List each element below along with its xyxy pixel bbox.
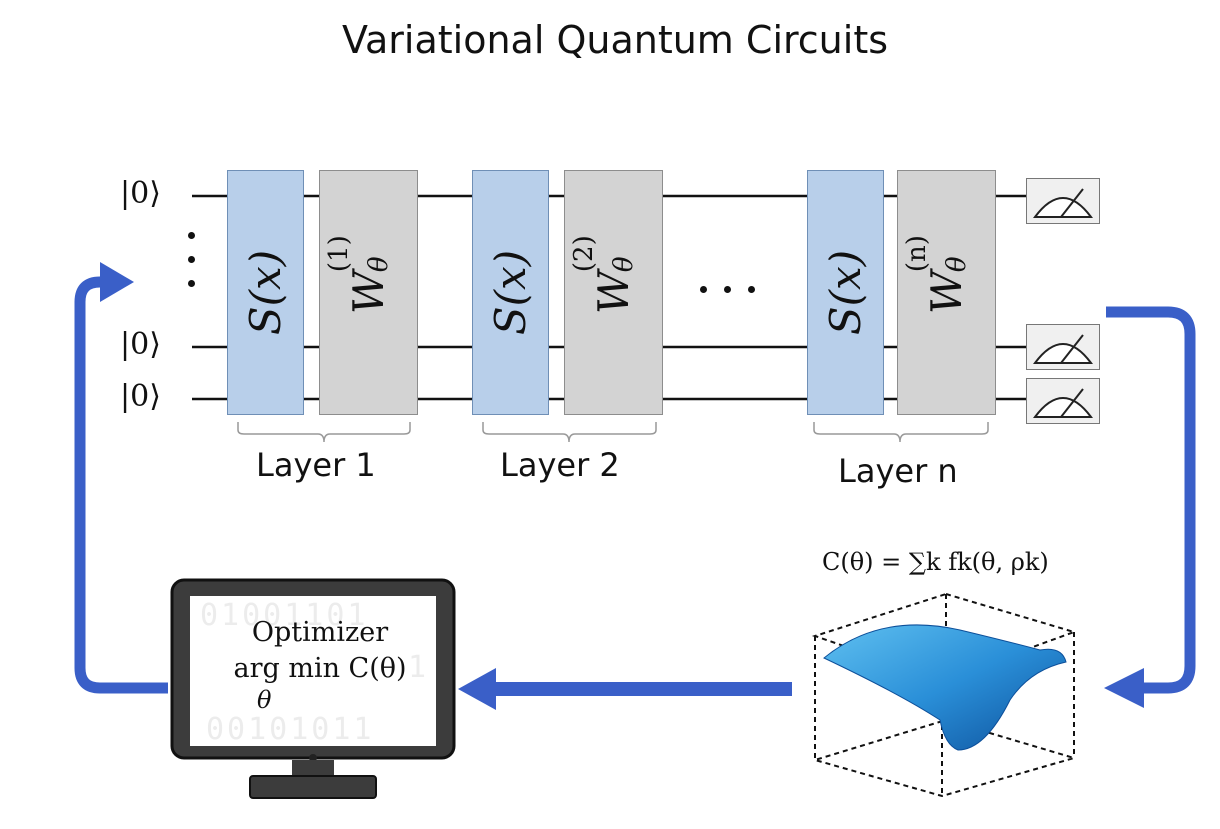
layer-label-1: Layer 1	[256, 446, 376, 484]
optimizer-title: Optimizer	[251, 617, 389, 648]
layer-label-n: Layer n	[838, 452, 958, 490]
variational-gate-base: W	[343, 270, 393, 315]
encoding-gate-layer-2: S(x)	[472, 170, 549, 415]
horizontal-ellipsis	[700, 286, 764, 296]
arrow-optimizer-to-circuit	[74, 276, 168, 694]
encoding-gate-label: S(x)	[821, 249, 871, 336]
layer-bracket-n	[813, 422, 989, 443]
variational-gate-superscript: (2)	[568, 235, 599, 273]
arrow-head-cost	[1104, 668, 1144, 708]
qubit-ket-1: |0⟩	[120, 176, 161, 211]
variational-gate-layer-2: W(2) θ	[564, 170, 663, 415]
measurement-meter-icon	[1026, 178, 1100, 224]
arrow-circuit-to-cost	[1106, 306, 1196, 694]
variational-gate-base: W	[588, 270, 638, 315]
arrow-head-circuit	[100, 262, 134, 302]
measurement-meter-icon	[1026, 378, 1100, 424]
layer-label-2: Layer 2	[500, 446, 620, 484]
encoding-gate-label: S(x)	[241, 249, 291, 336]
diagram-title: Variational Quantum Circuits	[341, 18, 889, 62]
binary-text-top: 01001101	[200, 598, 369, 633]
layer-bracket-1	[237, 422, 411, 443]
cost-surface	[823, 624, 1067, 751]
arrow-head-optimizer	[458, 668, 496, 710]
binary-text-bottom: 00101011	[206, 712, 375, 747]
monitor-icon	[170, 578, 456, 799]
variational-gate-layer-n: W(n) θ	[897, 170, 996, 415]
variational-gate-subscript: θ	[363, 256, 394, 273]
optimizer-objective: arg min C(θ)	[233, 653, 407, 684]
variational-gate-superscript: (1)	[323, 235, 354, 273]
variational-gate-base: W	[921, 270, 971, 315]
optimizer-argmin-subscript: θ	[257, 686, 272, 714]
cost-function-formula: C(θ) = ∑k fk(θ, ρk)	[822, 548, 1049, 576]
variational-gate-superscript: (n)	[901, 235, 932, 273]
encoding-gate-label: S(x)	[486, 249, 536, 336]
vertical-ellipsis	[180, 232, 200, 296]
qubit-ket-3: |0⟩	[120, 379, 161, 414]
variational-gate-subscript: θ	[941, 256, 972, 273]
variational-gate-subscript: θ	[608, 256, 639, 273]
variational-gate-layer-1: W(1) θ	[319, 170, 418, 415]
binary-text-mid: 1	[408, 650, 430, 685]
encoding-gate-layer-n: S(x)	[807, 170, 884, 415]
encoding-gate-layer-1: S(x)	[227, 170, 304, 415]
optimizer-label: Optimizer arg min C(θ)	[200, 615, 440, 687]
qubit-ket-2: |0⟩	[120, 327, 161, 362]
measurement-meter-icon	[1026, 324, 1100, 370]
layer-bracket-2	[482, 422, 657, 443]
